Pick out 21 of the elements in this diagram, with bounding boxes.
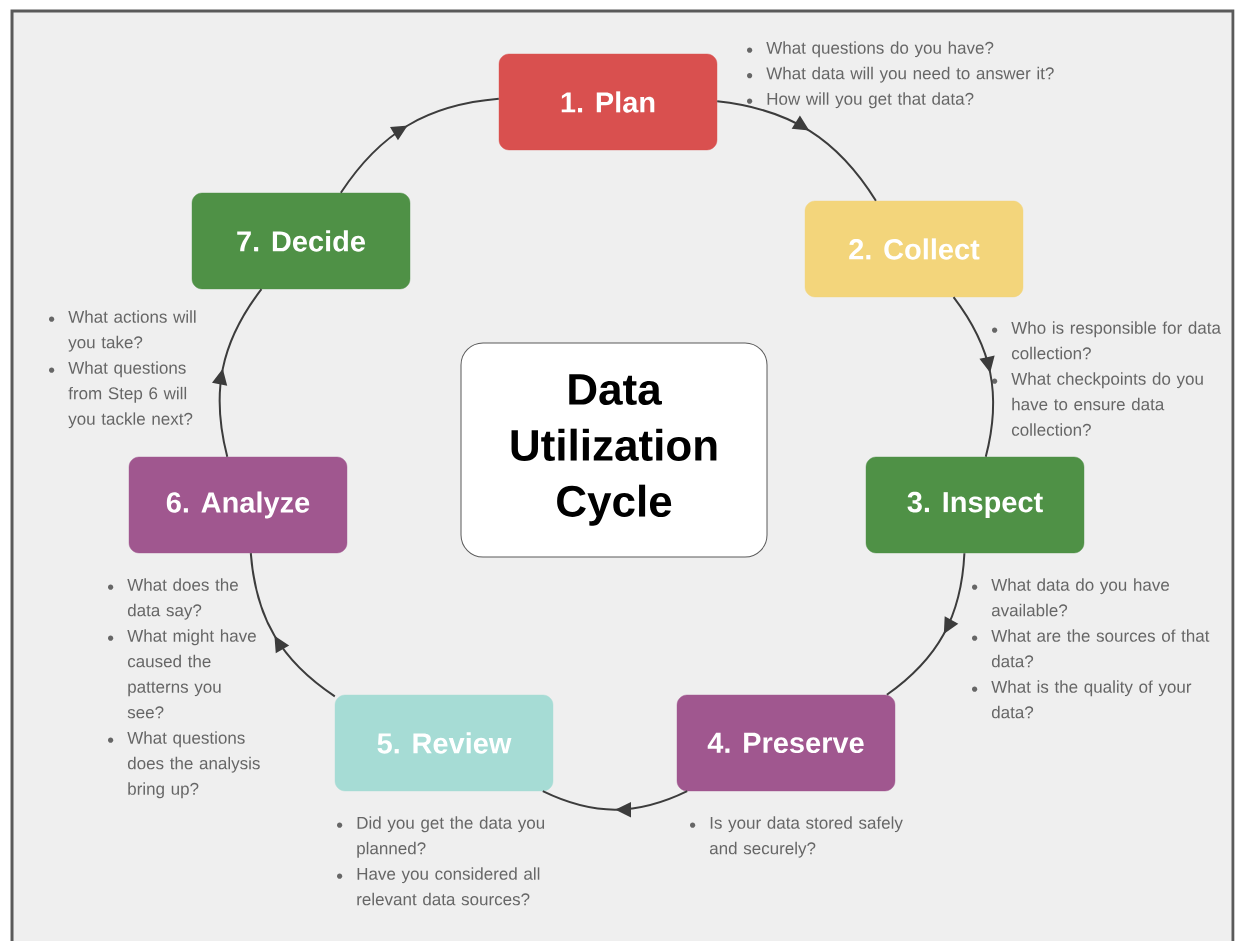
arrow — [716, 100, 877, 202]
bullet-list: Is your data stored safely and securely? — [690, 816, 903, 858]
bullet-list: What questions do you have? What data will you need to answer it? How will you get that data? — [747, 41, 1054, 109]
step-box: 3. Inspect — [865, 456, 1085, 554]
step-box: 5. Review — [334, 694, 554, 792]
step-box: 1. Plan — [498, 53, 718, 151]
arrow — [885, 552, 966, 696]
title-box: Data Utilization Cycle — [460, 342, 768, 558]
step-box: 6. Analyze — [128, 456, 348, 554]
step-box: 7. Decide — [191, 192, 411, 290]
step-box: 4. Preserve — [676, 694, 896, 792]
arrow — [249, 552, 336, 698]
arrow — [339, 97, 500, 194]
bullet-list: What data do you have available? What are the sources of that data? What is the quality of your data? — [972, 578, 1210, 719]
bullet-list: What actions will you take? What questions from Step 6 will you tackle next? — [49, 310, 196, 429]
arrow — [952, 296, 995, 458]
step-box: 2. Collect — [804, 200, 1024, 298]
arrow — [541, 790, 689, 818]
bullet-list: What does the data say? What might have caused the patterns you see? What questions does the analysis bring up? — [108, 578, 260, 799]
arrow — [212, 288, 263, 458]
bullet-list: Did you get the data you planned? Have you considered all relevant data sources? — [337, 816, 545, 906]
